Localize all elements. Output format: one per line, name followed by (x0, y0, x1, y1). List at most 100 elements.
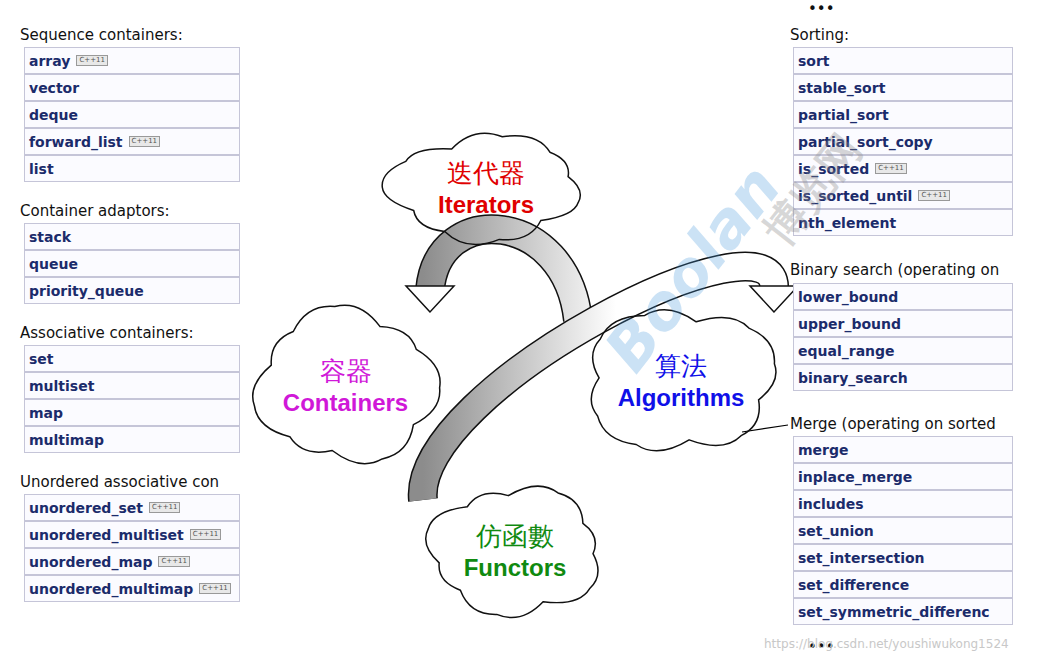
item-name: stable_sort (798, 80, 885, 96)
arrow-band-outline (423, 267, 774, 500)
section-heading: Sorting: (790, 26, 849, 44)
cloud-node: 容器Containers (243, 298, 448, 473)
item-name: set_difference (798, 577, 909, 593)
list-cell: inplace_merge (793, 463, 1013, 490)
item-name: merge (798, 442, 849, 458)
item-name: includes (798, 496, 864, 512)
arrow-head (406, 286, 454, 312)
item-name: upper_bound (798, 316, 901, 332)
list-cell: nth_element (793, 209, 1013, 236)
item-name: queue (29, 256, 78, 272)
cloud-node: 仿函數Functors (415, 478, 615, 623)
chinese-title: 迭代器 (447, 156, 525, 190)
english-title: Algorithms (618, 383, 745, 413)
item-name: list (29, 161, 54, 177)
item-name: binary_search (798, 370, 908, 386)
item-name: unordered_map (29, 554, 152, 570)
section-heading: Container adaptors: (20, 202, 170, 220)
list-cell: set (24, 345, 240, 372)
item-name: deque (29, 107, 78, 123)
list-cell: multimap (24, 426, 240, 453)
list-cell: partial_sort (793, 101, 1013, 128)
version-badge: C++11 (158, 556, 190, 567)
list-cell: includes (793, 490, 1013, 517)
list-cell: upper_bound (793, 310, 1013, 337)
arrow-band (430, 229, 578, 320)
list-cell: unordered_multimap C++11 (24, 575, 240, 602)
list-cell: partial_sort_copy (793, 128, 1013, 155)
list-cell: set_union (793, 517, 1013, 544)
arrow-band-outline (430, 229, 578, 320)
version-badge: C++11 (918, 190, 950, 201)
list-cell: list (24, 155, 240, 182)
item-name: lower_bound (798, 289, 898, 305)
version-badge: C++11 (149, 502, 181, 513)
item-name: nth_element (798, 215, 896, 231)
chinese-title: 算法 (655, 349, 707, 383)
item-name: priority_queue (29, 283, 144, 299)
arrow-band (423, 267, 774, 500)
version-badge: C++11 (190, 529, 222, 540)
item-name: unordered_multimap (29, 581, 193, 597)
list-cell: stable_sort (793, 74, 1013, 101)
version-badge: C++11 (875, 163, 907, 174)
list-cell: is_sorted_until C++11 (793, 182, 1013, 209)
chinese-title: 容器 (320, 354, 372, 388)
list-cell: deque (24, 101, 240, 128)
source-url: https://blog.csdn.net/youshiwukong1524 (764, 637, 1009, 651)
cloud-node: 迭代器Iterators (372, 128, 600, 248)
list-cell: set_symmetric_differenc (793, 598, 1013, 625)
version-badge: C++11 (199, 583, 231, 594)
section-heading: Merge (operating on sorted (790, 415, 996, 433)
list-cell: arrayC++11 (24, 47, 240, 74)
version-badge: C++11 (129, 136, 161, 147)
item-name: sort (798, 53, 830, 69)
list-cell: set_intersection (793, 544, 1013, 571)
arrow-head (750, 286, 798, 312)
section-heading: ••• (808, 0, 835, 18)
item-name: set_union (798, 523, 874, 539)
item-name: unordered_set (29, 500, 143, 516)
item-name: multimap (29, 432, 104, 448)
list-cell: queue (24, 250, 240, 277)
thick-arrow (406, 229, 578, 320)
item-name: set (29, 351, 54, 367)
english-title: Functors (464, 553, 567, 583)
list-cell: forward_list C++11 (24, 128, 240, 155)
cloud-shape (253, 305, 440, 464)
section-heading: Associative containers: (20, 324, 194, 342)
english-title: Containers (283, 388, 408, 418)
list-cell: is_sorted C++11 (793, 155, 1013, 182)
list-cell: lower_bound (793, 283, 1013, 310)
list-cell: merge (793, 436, 1013, 463)
item-name: partial_sort_copy (798, 134, 933, 150)
item-name: forward_list (29, 134, 123, 150)
item-name: set_symmetric_differenc (798, 604, 990, 620)
list-cell: stack (24, 223, 240, 250)
chinese-title: 仿函數 (476, 519, 554, 553)
thick-arrow (423, 267, 798, 500)
list-cell: sort (793, 47, 1013, 74)
list-cell: equal_range (793, 337, 1013, 364)
list-cell: map (24, 399, 240, 426)
list-cell: unordered_set C++11 (24, 494, 240, 521)
item-name: vector (29, 80, 79, 96)
watermark: Boolan (590, 151, 795, 385)
english-title: Iterators (438, 190, 534, 220)
list-cell: unordered_map C++11 (24, 548, 240, 575)
cloud-shape (591, 310, 776, 451)
item-name: is_sorted_until (798, 188, 912, 204)
item-name: is_sorted (798, 161, 869, 177)
cloud-node: 算法Algorithms (570, 298, 792, 463)
section-heading: Binary search (operating on (790, 261, 999, 279)
list-cell: multiset (24, 372, 240, 399)
section-heading: Sequence containers: (20, 26, 183, 44)
cloud-shape (382, 133, 580, 244)
item-name: set_intersection (798, 550, 925, 566)
list-cell: unordered_multiset C++11 (24, 521, 240, 548)
section-heading: Unordered associative con (20, 473, 219, 491)
item-name: inplace_merge (798, 469, 912, 485)
item-name: stack (29, 229, 71, 245)
list-cell: binary_search (793, 364, 1013, 391)
item-name: unordered_multiset (29, 527, 184, 543)
